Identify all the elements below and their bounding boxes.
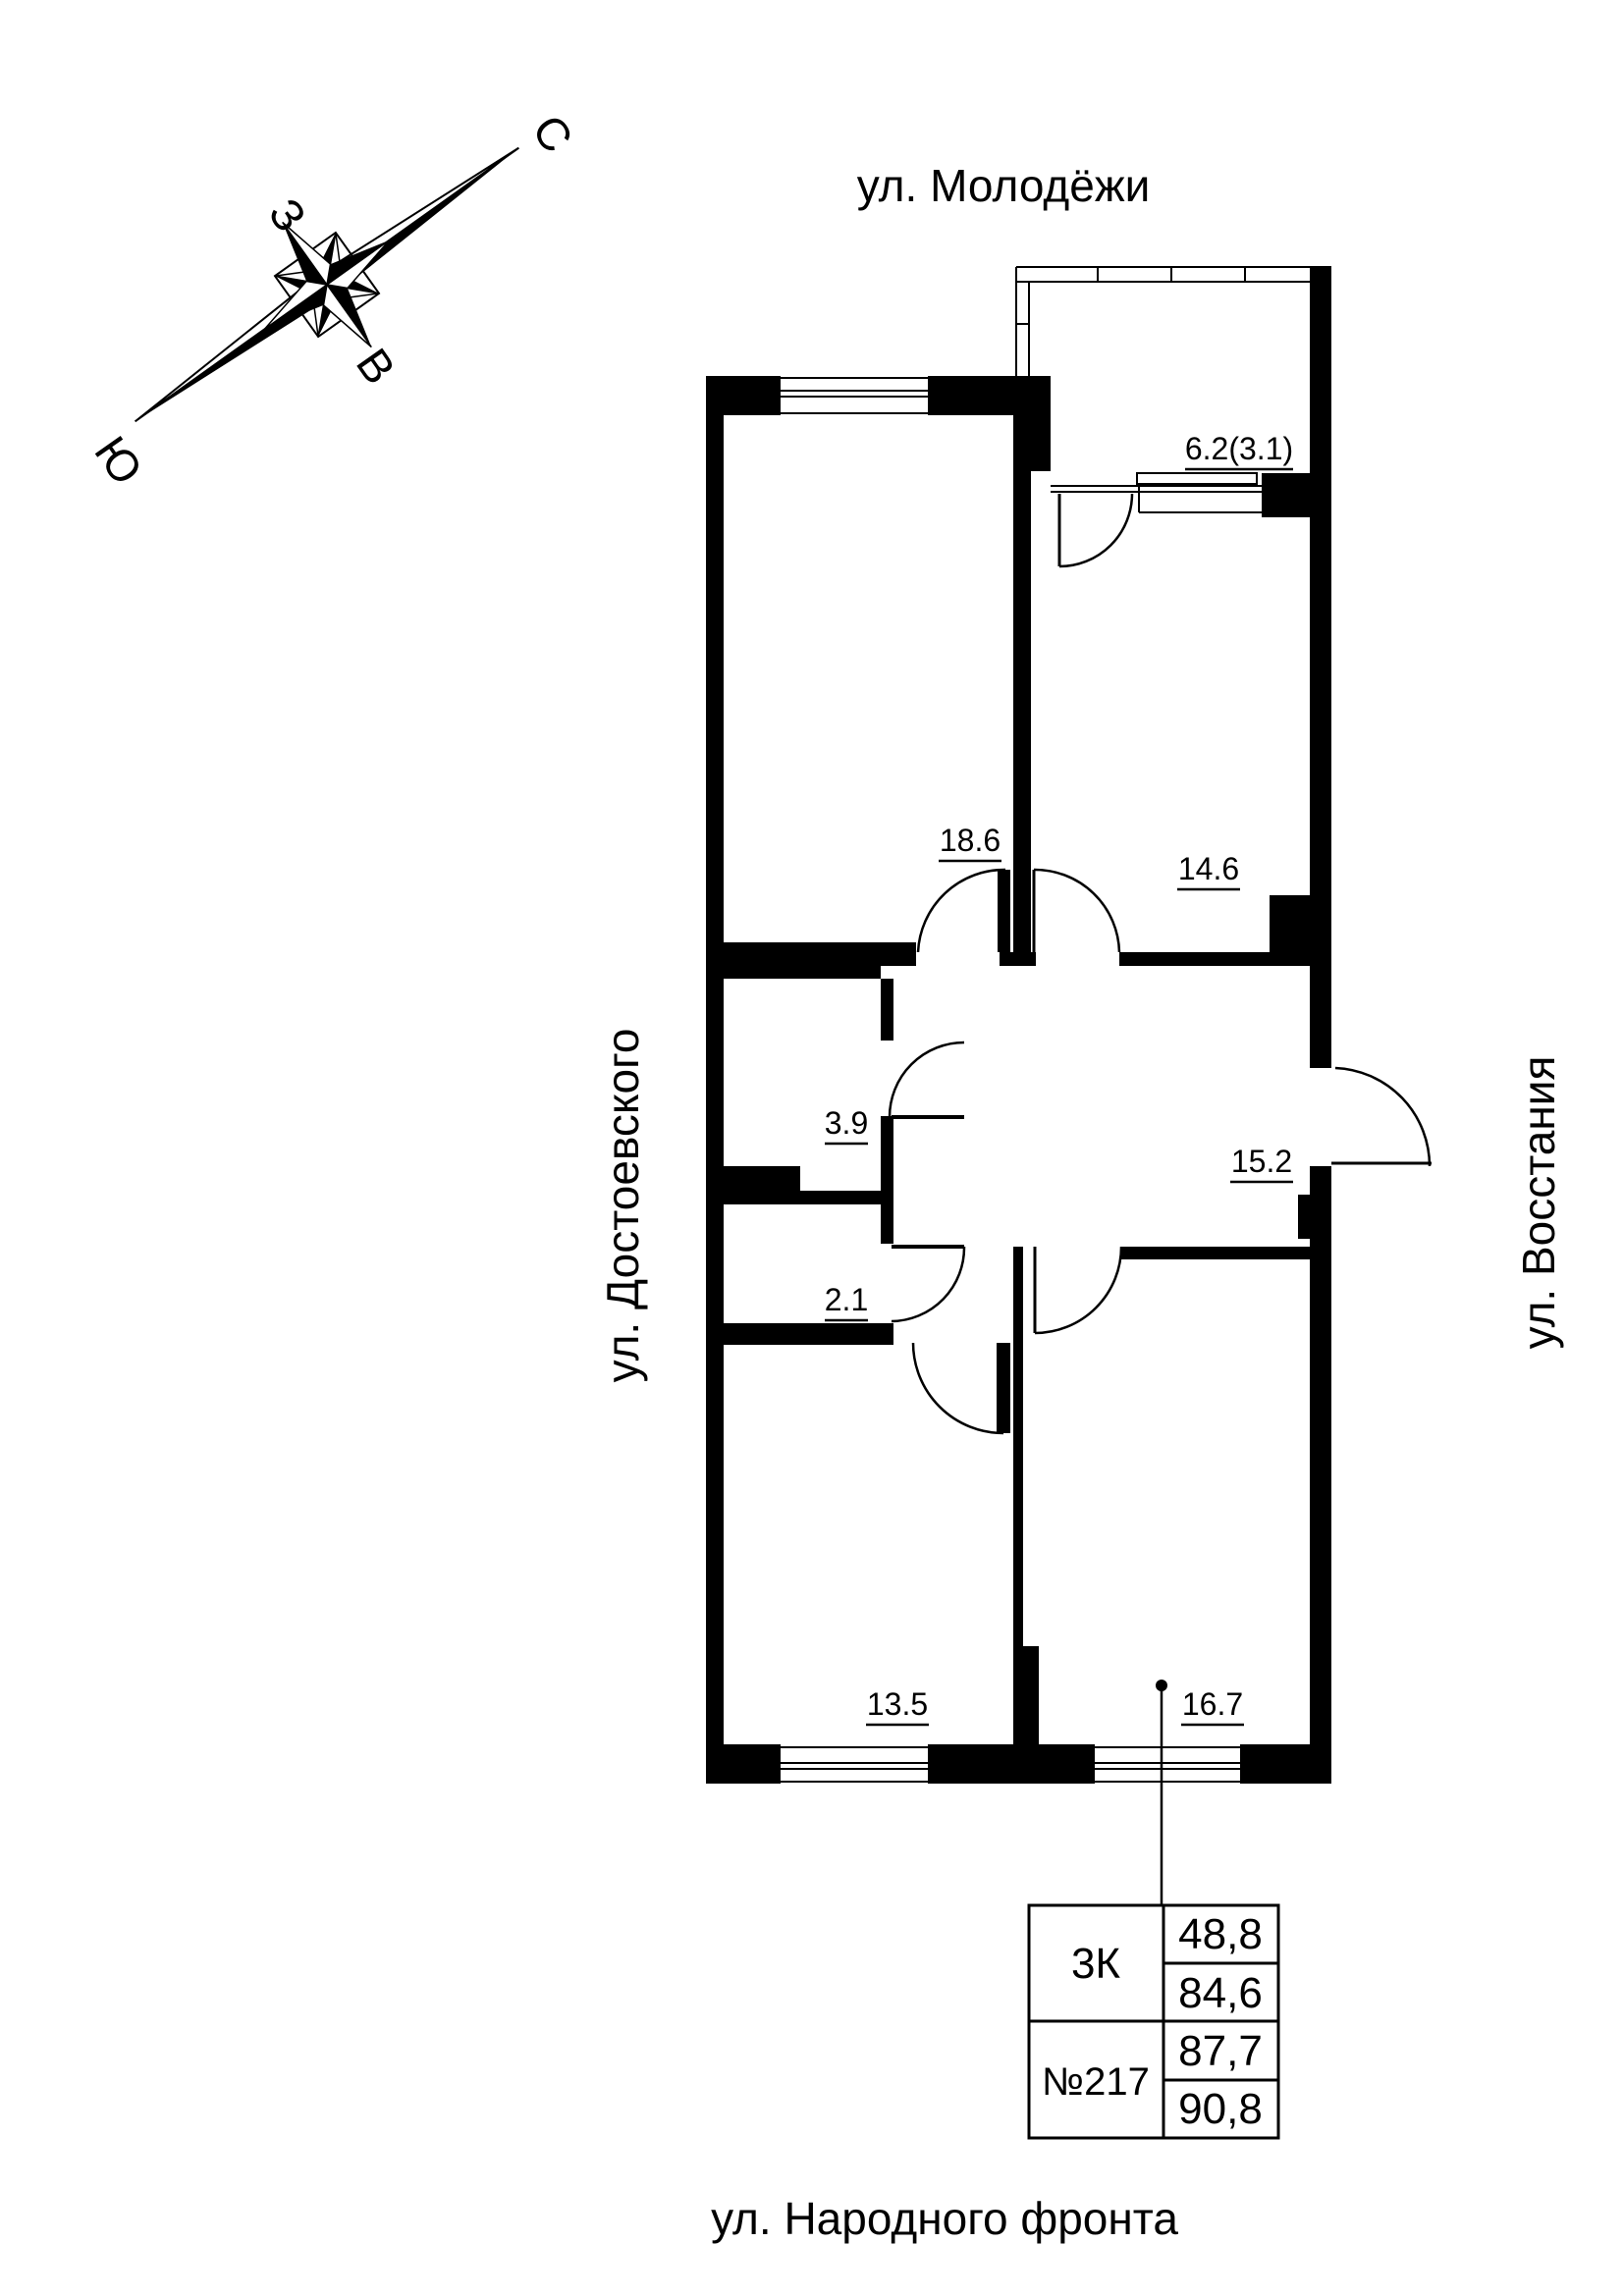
door-arc-kitchen (1033, 868, 1121, 953)
window-living2 (781, 1746, 928, 1783)
compass-letter-south: Ю (84, 427, 152, 494)
door-arc-living3 (1034, 1246, 1123, 1335)
street-label-bottom: ул. Народного фронта (711, 2193, 1178, 2244)
total-area-value: 87,7 (1178, 2027, 1263, 2075)
window-living1 (781, 377, 928, 414)
rooms-count: 3К (1071, 1940, 1120, 1988)
door-leaf-living1 (998, 870, 1010, 952)
door-arc-bathroom (888, 1041, 965, 1118)
room-area-living2: 13.5 (867, 1686, 928, 1722)
door-arc-living1 (916, 868, 1006, 953)
apartment-number: №217 (1042, 2060, 1150, 2104)
room-area-living1: 18.6 (940, 823, 1001, 858)
door-arc-wc (891, 1246, 966, 1323)
balcony-glazing (1015, 266, 1331, 376)
room-area-labels: 6.2(3.1) 18.6 14.6 3.9 2.1 15.2 13.5 16.… (825, 431, 1293, 1727)
walls (706, 267, 1331, 1784)
room-area-kitchen: 14.6 (1178, 851, 1239, 886)
room-area-balcony: 6.2(3.1) (1185, 431, 1293, 466)
compass-rose: С З В Ю (84, 105, 583, 494)
door-arc-living2 (911, 1342, 1004, 1435)
room-area-wc: 2.1 (825, 1282, 868, 1317)
compass-letter-north: С (522, 105, 583, 161)
street-label-top: ул. Молодёжи (857, 160, 1151, 211)
window-living3 (1095, 1746, 1240, 1783)
living-area-value: 48,8 (1178, 1910, 1263, 1958)
apartment-area-value: 84,6 (1178, 1969, 1263, 2017)
door-arc-balcony (1058, 493, 1134, 568)
compass-letter-east: В (347, 340, 406, 394)
doors (888, 493, 1432, 1435)
street-label-left: ул. Достоевского (597, 1029, 648, 1383)
room-area-hallway: 15.2 (1231, 1144, 1292, 1179)
door-arc-entrance (1334, 1066, 1432, 1167)
door-leaf-living2 (997, 1343, 1010, 1433)
info-table: 3К №217 48,8 84,6 87,7 90,8 (1027, 1903, 1280, 2140)
room-area-living3: 16.7 (1182, 1686, 1243, 1722)
street-label-right: ул. Восстания (1513, 1056, 1564, 1350)
total-area-with-balcony-value: 90,8 (1178, 2085, 1263, 2133)
leader-line (1156, 1680, 1167, 1905)
room-area-bathroom: 3.9 (825, 1105, 868, 1141)
window-kitchen-balcony (1051, 472, 1262, 513)
